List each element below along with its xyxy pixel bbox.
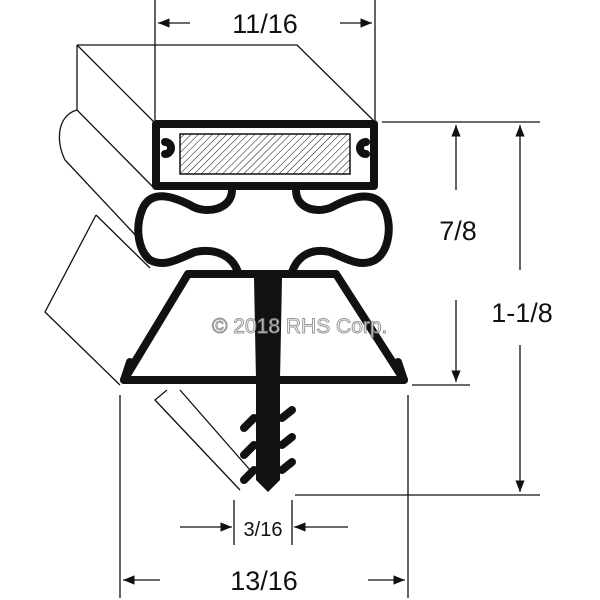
dimension-magnet-height: 7/8 (382, 121, 540, 386)
dimension-dart-width: 3/16 (180, 500, 348, 545)
dimension-label-dart-width: 3/16 (244, 519, 283, 541)
dimension-label-overall-height: 1-1/8 (491, 298, 553, 328)
dimension-top-width: 11/16 (154, 0, 376, 120)
dimension-base-width: 13/16 (119, 395, 409, 598)
bellows (134, 186, 393, 276)
copyright-watermark: © 2018 RHS Corp. (212, 315, 387, 338)
dimension-label-top-width: 11/16 (232, 9, 298, 39)
dimension-overall-height: 1-1/8 (295, 124, 553, 496)
extrusion-body (44, 44, 376, 491)
dimension-label-base-width: 13/16 (230, 566, 298, 596)
magnet-strip (179, 133, 351, 175)
gasket-base (120, 270, 408, 492)
dimension-label-magnet-height: 7/8 (439, 216, 477, 246)
magnet-housing (152, 120, 378, 190)
